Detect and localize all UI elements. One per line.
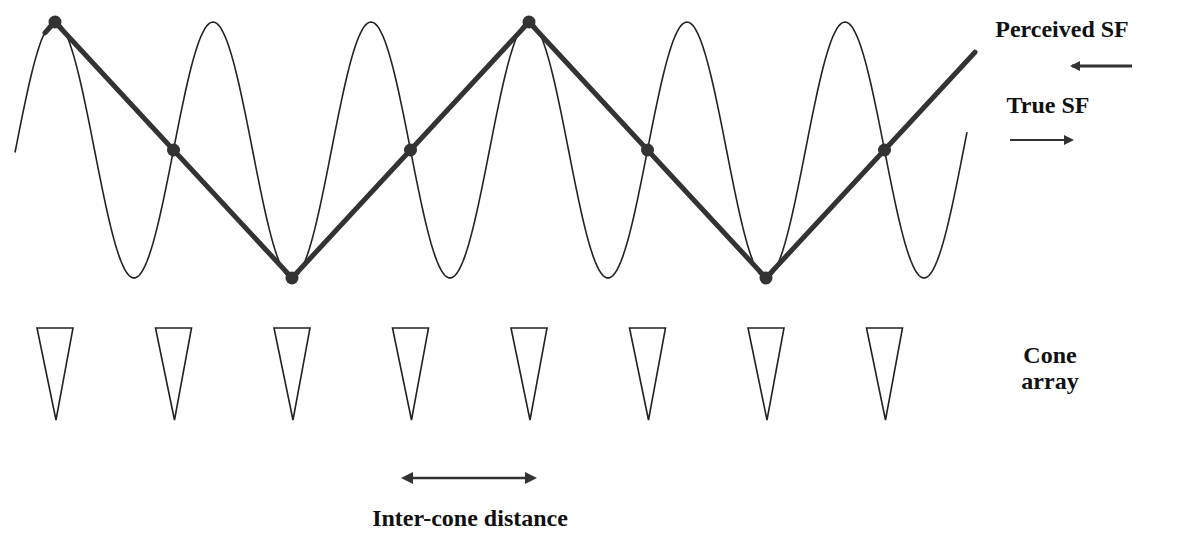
sample-dot	[49, 16, 62, 29]
distance-arrow	[412, 477, 526, 480]
sample-dots	[49, 16, 892, 285]
sample-dot	[523, 16, 536, 29]
sample-dot	[167, 144, 180, 157]
cone	[37, 328, 73, 420]
sample-dot	[641, 144, 654, 157]
cone-array-label: Cone array	[1010, 342, 1090, 395]
cone	[156, 328, 192, 420]
perceived-sf-label: Perceived SF	[995, 16, 1129, 42]
sample-dot	[878, 144, 891, 157]
sample-dot	[760, 272, 773, 285]
perceived-wave	[45, 22, 975, 278]
cone	[511, 328, 547, 420]
perceived-arrow	[1072, 65, 1132, 68]
cone	[867, 328, 903, 420]
cone	[748, 328, 784, 420]
true-sf-label: True SF	[1007, 92, 1090, 118]
distance-label: Inter-cone distance	[372, 505, 568, 531]
true-arrow	[1010, 139, 1072, 141]
cone	[630, 328, 666, 420]
sample-dot	[404, 144, 417, 157]
cone-array	[37, 328, 903, 420]
sample-dot	[286, 272, 299, 285]
cone	[393, 328, 429, 420]
cone	[274, 328, 310, 420]
